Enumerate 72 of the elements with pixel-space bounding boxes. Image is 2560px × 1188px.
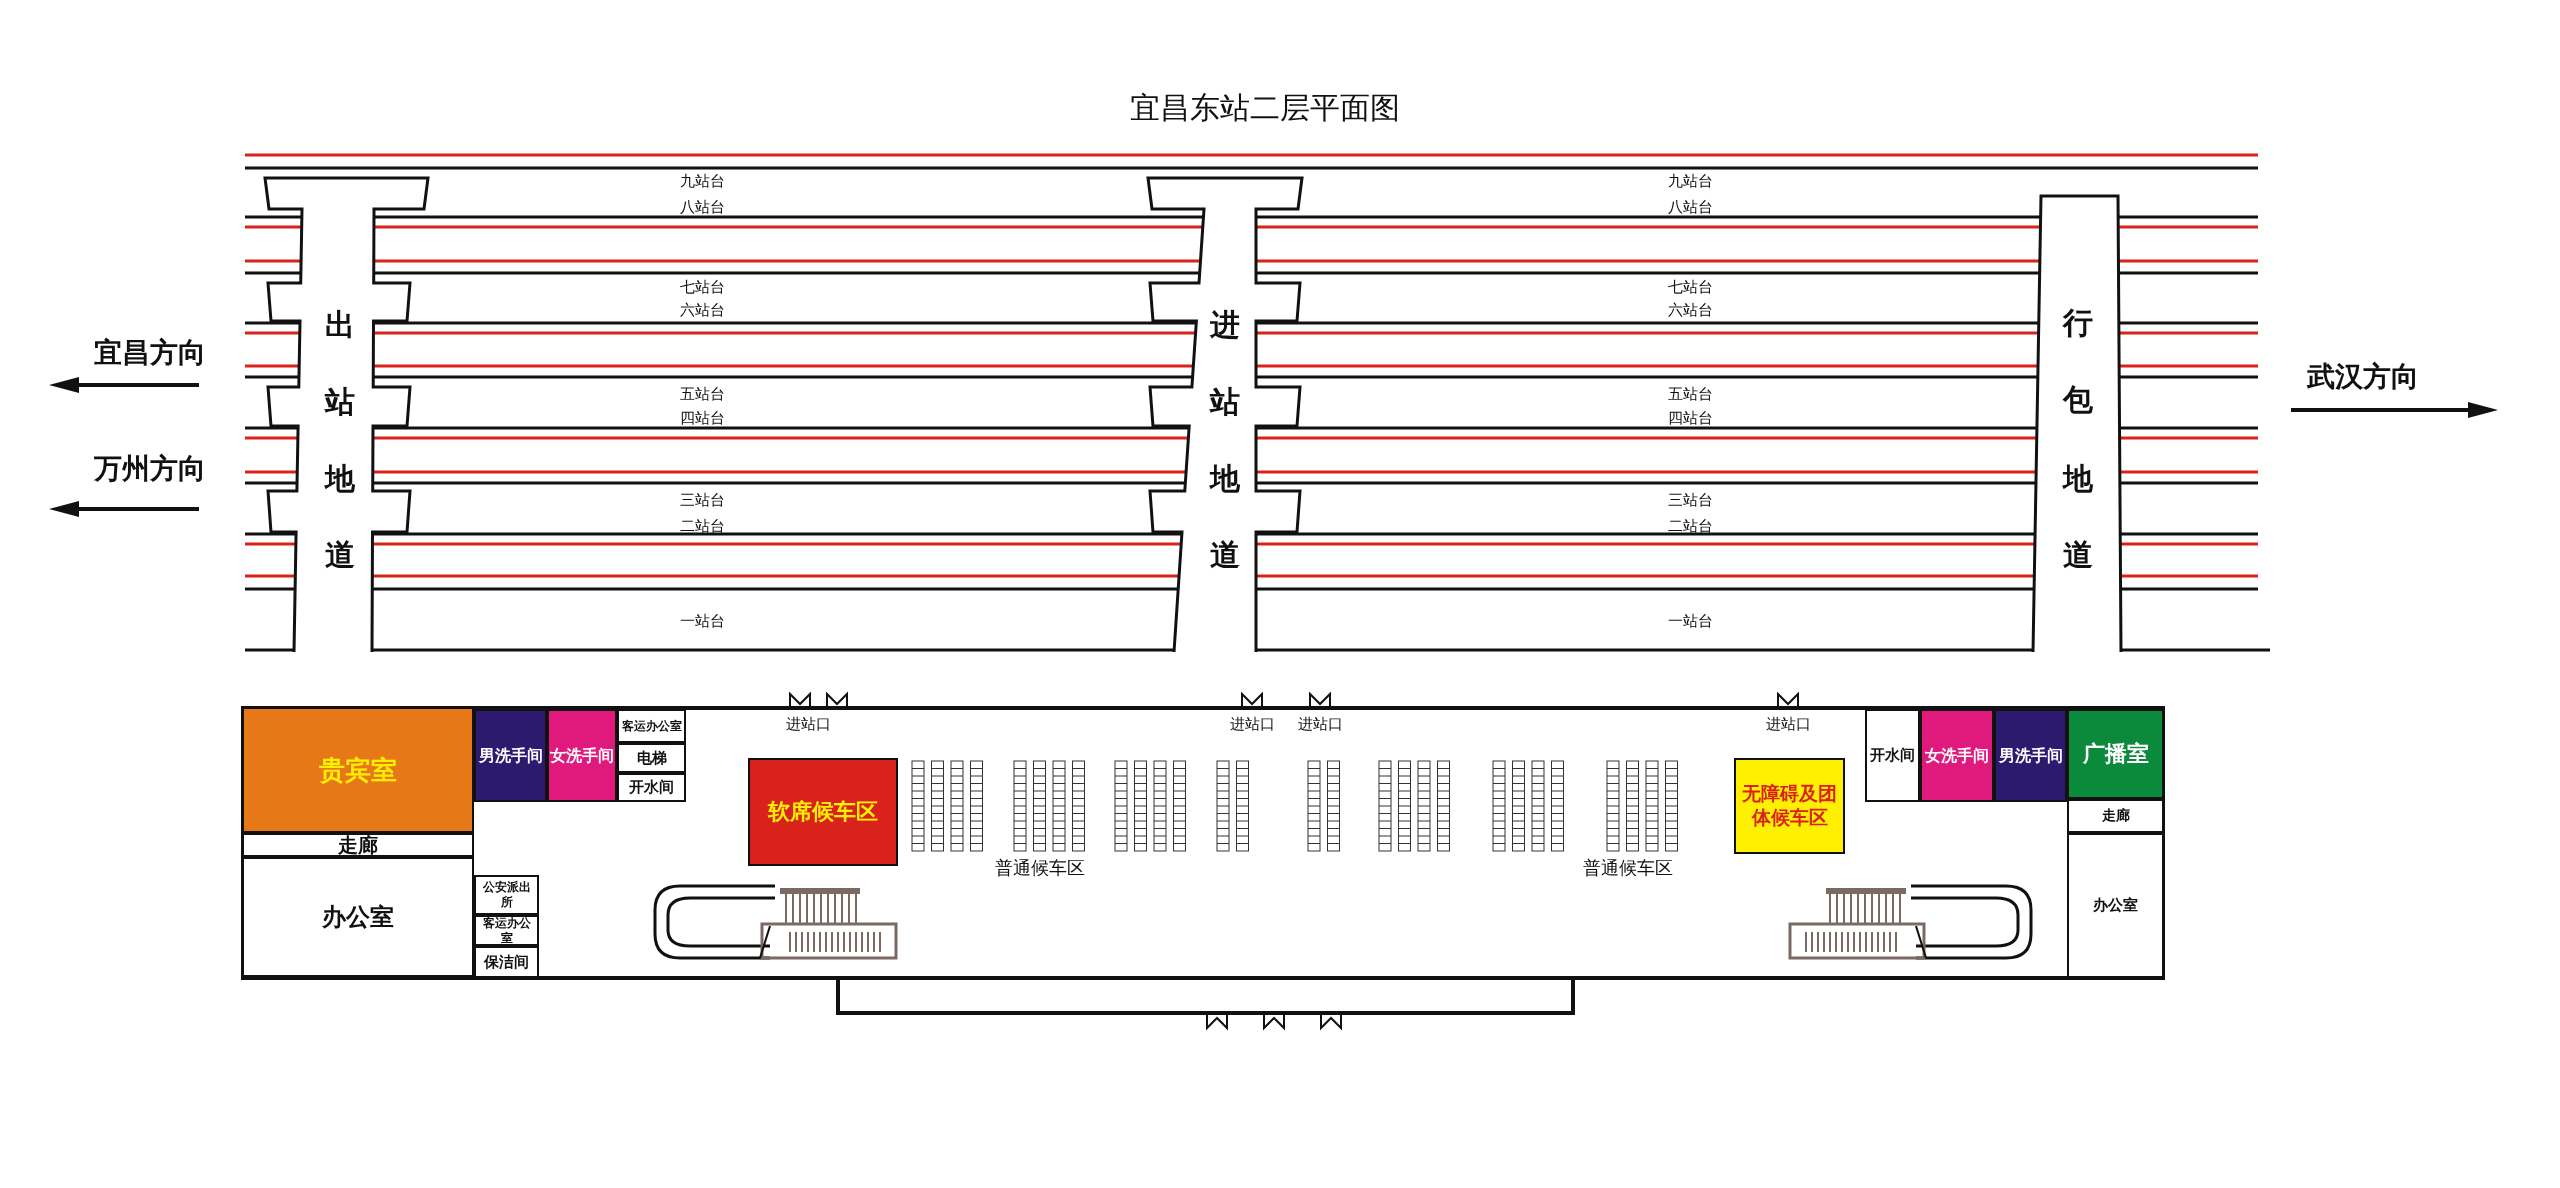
- direction-label: 宜昌方向: [94, 335, 206, 371]
- room-box: [1920, 709, 1994, 802]
- room-name: 办公室: [322, 902, 394, 932]
- room-name: 广播室: [2082, 740, 2149, 768]
- area-label: 普通候车区: [1583, 856, 1673, 880]
- underpass-outline: [263, 176, 430, 652]
- platform-label: 七站台: [679, 277, 725, 297]
- room-name: 办公室: [2093, 896, 2138, 915]
- platform-label: 六站台: [1667, 300, 1713, 320]
- platform-label: 二站台: [679, 516, 725, 536]
- entrance-label: 进站口: [1229, 714, 1275, 734]
- room-box: [242, 707, 474, 833]
- platform-label: 五站台: [679, 384, 725, 404]
- room-name: 开水间: [1870, 746, 1915, 765]
- underpass-name: 出站地道: [323, 284, 357, 594]
- room-box: [474, 915, 539, 946]
- platform-label: 五站台: [1667, 384, 1713, 404]
- room-box: [242, 857, 474, 977]
- platform-label: 四站台: [679, 408, 725, 428]
- platform-label: 三站台: [1667, 490, 1713, 510]
- room-box: [1994, 709, 2067, 802]
- room-name: 保洁间: [484, 952, 529, 972]
- plan-title: 宜昌东站二层平面图: [1130, 88, 1400, 127]
- room-box: [1865, 709, 1920, 802]
- room-name: 走廊: [2101, 807, 2130, 825]
- underpass-outline: [1146, 176, 1304, 652]
- direction-label: 武汉方向: [2307, 359, 2419, 395]
- room-name: 走廊: [338, 832, 378, 858]
- underpass-name: 进站地道: [1208, 284, 1242, 594]
- direction-label: 万州方向: [94, 451, 206, 487]
- room-box: [617, 773, 686, 802]
- room-box: [474, 946, 539, 978]
- room-name: 无障碍及团体候车区: [1741, 782, 1838, 830]
- platform-label: 一站台: [1667, 611, 1713, 631]
- room-name: 客运办公室: [621, 718, 682, 734]
- room-box: [547, 709, 617, 802]
- room-name: 开水间: [629, 778, 674, 797]
- room-name: 公安派出所: [481, 880, 532, 910]
- room-name: 贵宾室: [319, 753, 397, 787]
- room-box: [617, 709, 686, 743]
- entrance-label: 进站口: [1297, 714, 1343, 734]
- room-box: [2067, 833, 2164, 978]
- platform-label: 九站台: [1667, 171, 1713, 191]
- platform-label: 六站台: [679, 300, 725, 320]
- entrance-label: 进站口: [1765, 714, 1811, 734]
- room-box: [474, 875, 539, 915]
- platform-label: 二站台: [1667, 516, 1713, 536]
- platform-label: 一站台: [679, 611, 725, 631]
- entrance-label: 进站口: [785, 714, 831, 734]
- room-name: 男洗手间: [478, 745, 543, 766]
- room-box: [2067, 799, 2164, 833]
- platform-label: 八站台: [679, 197, 725, 217]
- area-label: 普通候车区: [995, 856, 1085, 880]
- room-box: [1734, 758, 1845, 854]
- platform-label: 八站台: [1667, 197, 1713, 217]
- room-box: [748, 758, 898, 866]
- room-name: 女洗手间: [550, 745, 614, 766]
- room-box: [474, 709, 547, 802]
- room-box: [617, 743, 686, 773]
- room-name: 男洗手间: [1998, 745, 2063, 766]
- underpass-name: 行包地道: [2061, 284, 2095, 594]
- platform-label: 九站台: [679, 171, 725, 191]
- platform-label: 三站台: [679, 490, 725, 510]
- platform-label: 七站台: [1667, 277, 1713, 297]
- room-name: 软席候车区: [768, 798, 878, 826]
- room-box: [242, 833, 474, 857]
- platform-label: 四站台: [1667, 408, 1713, 428]
- room-name: 女洗手间: [1925, 745, 1989, 766]
- underpass-outline: [2031, 194, 2123, 652]
- room-name: 客运办公室: [481, 915, 532, 946]
- room-name: 电梯: [636, 748, 667, 768]
- room-box: [2067, 709, 2164, 799]
